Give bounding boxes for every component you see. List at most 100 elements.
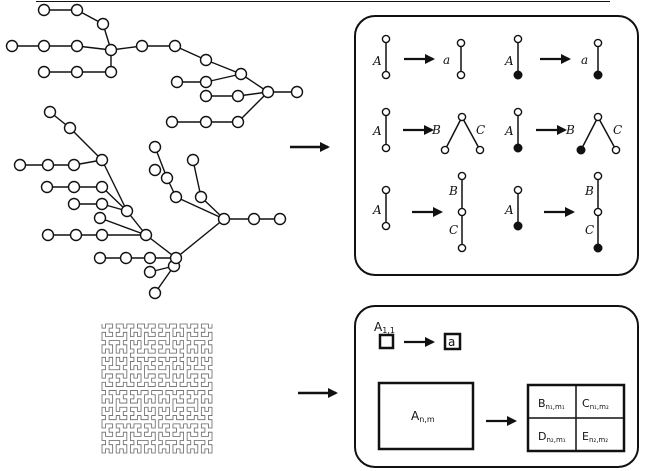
- tree-node: [165, 115, 179, 129]
- tree-node: [148, 140, 162, 154]
- rule3-upper-label: B: [448, 184, 458, 198]
- rule2-right-label: C: [476, 123, 485, 137]
- tree-node: [13, 158, 27, 172]
- rule1f-lhs-label: A: [504, 54, 514, 68]
- tree-node: [169, 251, 183, 265]
- tree-edge: [69, 127, 103, 161]
- tree-node: [139, 228, 153, 242]
- tree-node: [194, 190, 208, 204]
- rule3f-lhs-label: A: [504, 203, 514, 217]
- tree-node: [186, 153, 200, 167]
- tree-node: [67, 180, 81, 194]
- tree-edge: [237, 91, 269, 123]
- rule-branch-plain: A B C: [372, 107, 485, 155]
- tree-node: [104, 65, 118, 79]
- rule3-lower-label: C: [449, 223, 458, 237]
- tree-edge: [192, 159, 202, 198]
- terminal-rhs-box: [443, 332, 462, 351]
- tree-node: [41, 228, 55, 242]
- tree-node: [119, 251, 133, 265]
- tree-node: [143, 251, 157, 265]
- tree-edge: [175, 196, 225, 220]
- tree-node: [40, 180, 54, 194]
- terminal-lhs-box: [378, 333, 395, 350]
- tree-node: [41, 158, 55, 172]
- tree-node: [70, 3, 84, 17]
- rule-grid-terminal: A1,1 a: [374, 320, 462, 351]
- rule1-lhs-label: A: [372, 54, 382, 68]
- tree-node: [69, 228, 83, 242]
- rule3f-upper-label: B: [584, 184, 594, 198]
- rule1f-rhs-label: a: [581, 53, 588, 67]
- tree-node: [143, 265, 157, 279]
- rule-terminal-filled: A a: [504, 34, 603, 80]
- tree-node: [37, 65, 51, 79]
- tree-rules-panel: [354, 15, 639, 276]
- tree-node: [67, 197, 81, 211]
- tree-node: [231, 115, 245, 129]
- tree-edge: [205, 59, 242, 75]
- rule-grid-split: An,m Bn₁,m₁ Cn₁,m₂ Dn₂,m₁ En₂,m₂: [377, 381, 626, 453]
- rule3f-lower-label: C: [585, 223, 594, 237]
- tree-node: [95, 228, 109, 242]
- rule2f-right-label: C: [613, 123, 622, 137]
- tree-node: [273, 212, 287, 226]
- rule2-left-label: B: [431, 123, 441, 137]
- tree-node: [160, 171, 174, 185]
- tree-node: [37, 3, 51, 17]
- tree-edge: [99, 217, 147, 236]
- tree-node: [5, 39, 19, 53]
- tree-node: [231, 89, 245, 103]
- rule-branch-filled: A B C: [504, 107, 622, 155]
- rule-chain-plain: A B C: [372, 171, 467, 253]
- rule2f-left-label: B: [565, 123, 575, 137]
- tree-edge: [145, 234, 177, 259]
- tree-node: [199, 75, 213, 89]
- tree-node: [67, 158, 81, 172]
- tree-node: [37, 39, 51, 53]
- cell-d-label: Dn₂,m₁: [538, 430, 566, 444]
- rule3-lhs-label: A: [372, 203, 382, 217]
- tree-graph-upper: [5, 3, 304, 129]
- terminal-lhs-label: A1,1: [374, 320, 395, 335]
- rule1-rhs-label: a: [443, 53, 450, 67]
- tree-node: [199, 115, 213, 129]
- tree-node: [70, 65, 84, 79]
- tree-edge: [175, 218, 225, 259]
- cell-e-label: En₂,m₂: [582, 430, 608, 444]
- rule2-lhs-label: A: [372, 124, 382, 138]
- rule-terminal-plain: A a: [372, 34, 466, 80]
- tree-node: [148, 163, 162, 177]
- tree-node: [104, 43, 118, 57]
- tree-node: [290, 85, 304, 99]
- tree-node: [234, 67, 248, 81]
- terminal-rhs-label: a: [448, 335, 455, 349]
- rule-chain-filled: A B C: [504, 171, 603, 253]
- tree-node: [247, 212, 261, 226]
- cell-b-label: Bn₁,m₁: [538, 397, 565, 411]
- tree-edge: [101, 159, 128, 212]
- tree-node: [95, 197, 109, 211]
- tree-graph-lower: [13, 105, 287, 300]
- tree-node: [63, 121, 77, 135]
- tree-node: [261, 85, 275, 99]
- tree-node: [70, 39, 84, 53]
- tree-node: [96, 17, 110, 31]
- tree-node: [148, 286, 162, 300]
- tree-node: [169, 190, 183, 204]
- split-lhs-box: [377, 381, 475, 451]
- tree-node: [199, 89, 213, 103]
- split-lhs-label: An,m: [411, 409, 435, 424]
- tree-node: [95, 180, 109, 194]
- tree-node: [43, 105, 57, 119]
- tree-node: [170, 75, 184, 89]
- tree-node: [120, 204, 134, 218]
- cell-c-label: Cn₁,m₂: [582, 397, 609, 411]
- space-filling-curve: [101, 323, 213, 454]
- rule2f-lhs-label: A: [504, 124, 514, 138]
- tree-node: [135, 39, 149, 53]
- tree-node: [217, 212, 231, 226]
- tree-node: [93, 251, 107, 265]
